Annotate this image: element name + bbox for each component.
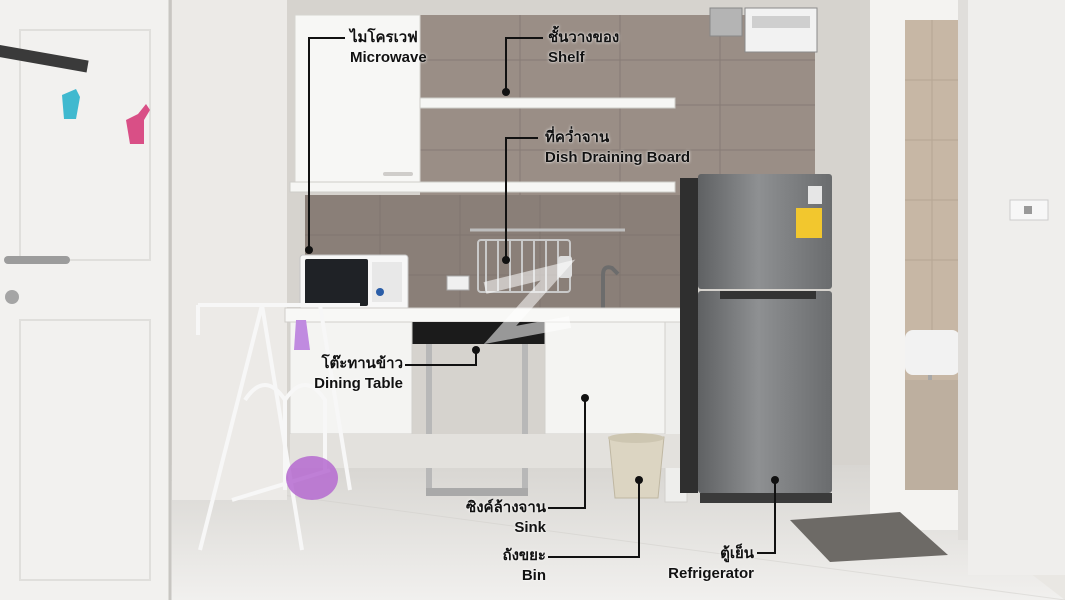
dining-table-thai-text: โต๊ะทานข้าว	[321, 355, 403, 372]
breaker-box	[744, 7, 818, 53]
sink-label: ซิงค์ล้างจาน Sink	[430, 498, 546, 538]
bin-label: ถังขยะ Bin	[470, 546, 546, 586]
drying-rack	[196, 303, 360, 551]
dish-board-english-text: Dish Draining Board	[545, 149, 691, 166]
sink-english-text: Sink	[514, 519, 546, 536]
microwave-label: ไมโครเวฟ Microwave	[350, 28, 427, 68]
waste-bin	[608, 436, 665, 499]
lower-shelf	[289, 181, 676, 193]
entrance-door	[0, 0, 170, 600]
fridge-main-door	[698, 291, 832, 493]
watermark	[483, 259, 576, 345]
bin-english-text: Bin	[521, 567, 546, 584]
side-wall	[172, 0, 287, 500]
dish-board-thai-text: ที่คว่ำจาน	[545, 129, 610, 146]
refrigerator-label: ตู้เย็น Refrigerator	[630, 544, 754, 584]
countertop	[284, 307, 688, 323]
right-wall	[968, 0, 1065, 575]
leader-lines	[308, 37, 776, 558]
faucet	[601, 265, 620, 308]
purple-hanger	[294, 320, 310, 350]
open-shelf	[419, 97, 676, 109]
pink-hook	[126, 104, 150, 144]
switch-box	[709, 7, 743, 37]
energy-label	[796, 208, 822, 238]
door-handle	[4, 256, 70, 264]
bin-thai-text: ถังขยะ	[502, 547, 546, 564]
dining-table-english-text: Dining Table	[314, 375, 403, 392]
sink-cabinet	[544, 321, 684, 435]
microwave-thai-text: ไมโครเวฟ	[350, 29, 418, 46]
leader-dots	[305, 88, 779, 484]
door-mat	[790, 512, 948, 562]
sink-thai-text: ซิงค์ล้างจาน	[466, 499, 546, 516]
left-lower-cabinet	[289, 321, 413, 435]
fridge-handle	[720, 291, 816, 299]
door-lock	[5, 290, 19, 304]
shelf-label: ชั้นวางของ Shelf	[548, 28, 619, 68]
dining-table-label: โต๊ะทานข้าว Dining Table	[285, 354, 403, 394]
microwave-english-text: Microwave	[350, 49, 427, 66]
refrigerator-english-text: Refrigerator	[668, 565, 754, 582]
teal-hook	[62, 89, 80, 119]
dish-board-label: ที่คว่ำจาน Dish Draining Board	[545, 128, 690, 168]
microwave-window	[305, 259, 368, 306]
shelf-english-text: Shelf	[548, 49, 585, 66]
purple-basin	[286, 456, 338, 500]
fridge-freezer-door	[698, 174, 832, 289]
washbasin	[905, 330, 960, 375]
wall-shelf-left	[0, 45, 89, 73]
refrigerator-thai-text: ตู้เย็น	[720, 545, 754, 562]
shelf-thai-text: ชั้นวางของ	[548, 29, 620, 46]
fridge-gap	[680, 178, 698, 493]
